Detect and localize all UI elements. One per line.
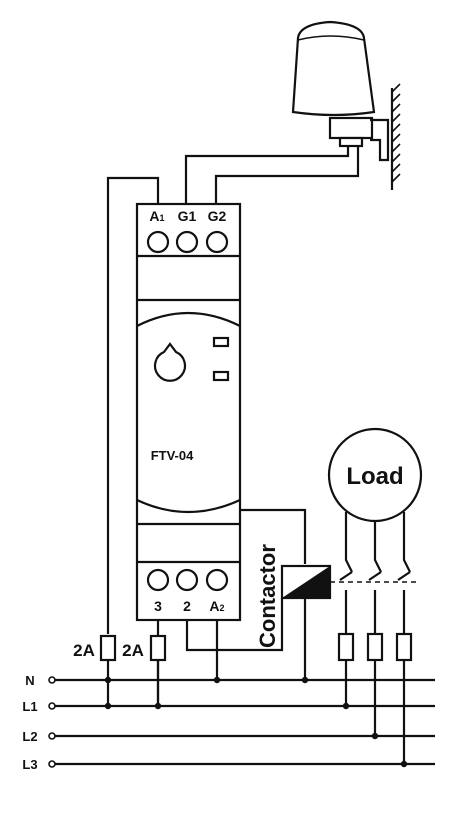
svg-text:A1: A1 — [149, 208, 164, 224]
terminal-2-label: 2 — [183, 598, 191, 614]
contactor: Contactor — [255, 544, 420, 648]
supply-lines: N L1 L2 L3 — [22, 673, 435, 772]
line-n-label: N — [25, 673, 34, 688]
terminal-g1-label: G1 — [178, 208, 197, 224]
load-fuse-2 — [366, 632, 384, 662]
load: Load — [327, 427, 423, 764]
load-label: Load — [346, 463, 403, 490]
sensor-wires — [106, 146, 360, 634]
line-l2-label: L2 — [22, 729, 37, 744]
line-l1-label: L1 — [22, 699, 37, 714]
terminal-a2-label: A — [209, 598, 219, 614]
terminal-3-screw — [146, 568, 170, 592]
terminal-a1-screw — [146, 230, 170, 254]
led-indicator-2 — [212, 370, 230, 382]
contactor-coil-fill — [282, 566, 330, 598]
fuse-1: 2A — [73, 634, 117, 662]
adjust-knob — [153, 342, 187, 382]
terminal-2-screw — [175, 568, 199, 592]
terminal-g2-screw — [205, 230, 229, 254]
terminal-g2-label: G2 — [208, 208, 227, 224]
terminal-a1-sub: 1 — [160, 213, 165, 223]
led-indicator-1 — [212, 336, 230, 348]
fuse-2-label: 2A — [122, 641, 144, 660]
fuse-1-label: 2A — [73, 641, 95, 660]
terminal-a1-label: A — [149, 208, 159, 224]
light-sensor — [291, 20, 401, 190]
terminal-a2-sub: 2 — [220, 603, 225, 613]
terminal-3-label: 3 — [154, 598, 162, 614]
line-l3-label: L3 — [22, 757, 37, 772]
model-label: FTV-04 — [151, 448, 194, 463]
load-fuse-3 — [395, 632, 413, 662]
contactor-label: Contactor — [255, 544, 280, 648]
wall-hatching — [391, 83, 401, 183]
load-fuse-1 — [337, 632, 355, 662]
junction-dots — [104, 676, 408, 768]
relay-module: A1 G1 G2 FTV-04 3 2 A2 — [135, 202, 242, 622]
fuse-2: 2A — [122, 634, 167, 662]
svg-text:A2: A2 — [209, 598, 224, 614]
terminal-g1-screw — [175, 230, 199, 254]
terminal-a2-screw — [205, 568, 229, 592]
